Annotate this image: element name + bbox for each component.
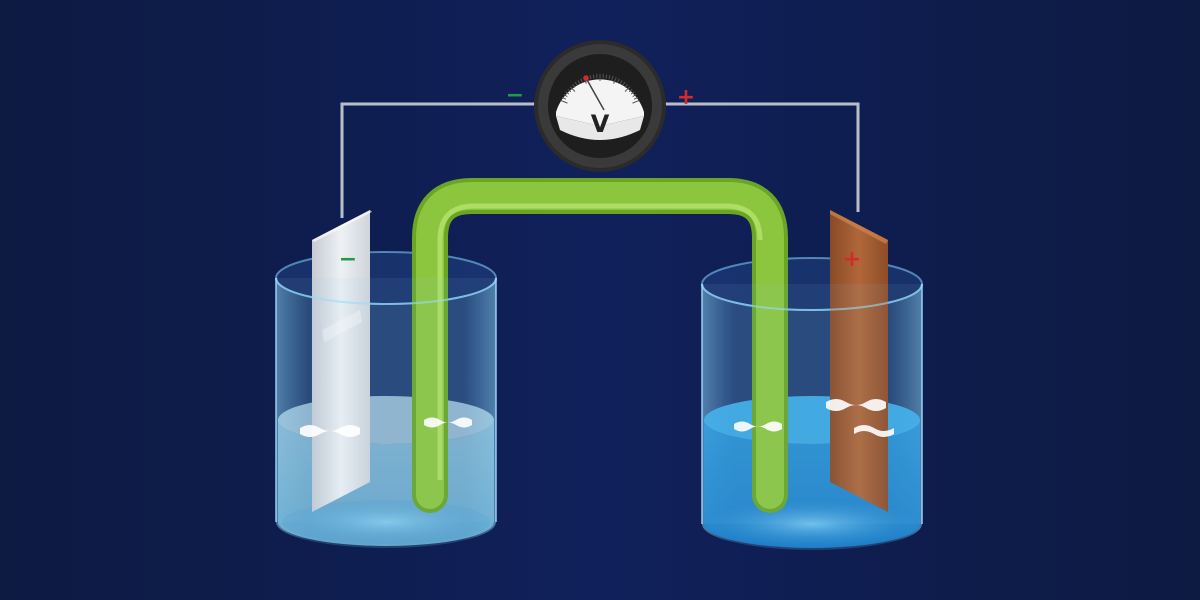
scale-tick [633, 97, 638, 100]
voltmeter: V − + [506, 40, 695, 172]
scale-tick [624, 83, 628, 88]
scale-tick [563, 94, 568, 98]
scale-tick [580, 78, 583, 83]
scale-tick [619, 80, 623, 84]
scale-tick [565, 91, 570, 95]
meter-negative-terminal: − [506, 83, 524, 108]
meter-positive-terminal: + [677, 85, 695, 110]
needle-tip [583, 75, 589, 81]
scale-tick [622, 81, 626, 86]
right-electrode-sign: + [843, 247, 861, 272]
scale-tick [572, 83, 576, 88]
scale-tick [624, 86, 631, 92]
salt-bridge [412, 178, 788, 513]
surface-foam [300, 399, 894, 437]
beaker-front-glass [275, 277, 923, 524]
voltmeter-needle [585, 77, 605, 111]
voltmeter-symbol: V [591, 110, 610, 138]
right-electrode: + [830, 210, 888, 512]
scale-tick [632, 94, 637, 98]
scale-tick [569, 86, 576, 92]
scale-tick [630, 91, 635, 95]
scale-tick [577, 80, 581, 84]
scale-tick [628, 88, 633, 93]
left-electrode-sign: − [339, 247, 357, 272]
scale-tick [605, 74, 608, 79]
circuit-wire [340, 102, 860, 218]
scale-tick [560, 100, 568, 104]
scale-tick [567, 88, 572, 93]
scale-tick [589, 75, 592, 80]
scale-tick [592, 74, 595, 79]
scale-tick [613, 77, 617, 84]
scale-tick [562, 97, 567, 100]
scale-tick [611, 75, 614, 81]
scale-tick [617, 78, 620, 83]
scale-tick [574, 81, 578, 86]
left-electrode: − [312, 210, 372, 512]
scale-tick [608, 75, 611, 80]
scale-tick [632, 100, 640, 104]
